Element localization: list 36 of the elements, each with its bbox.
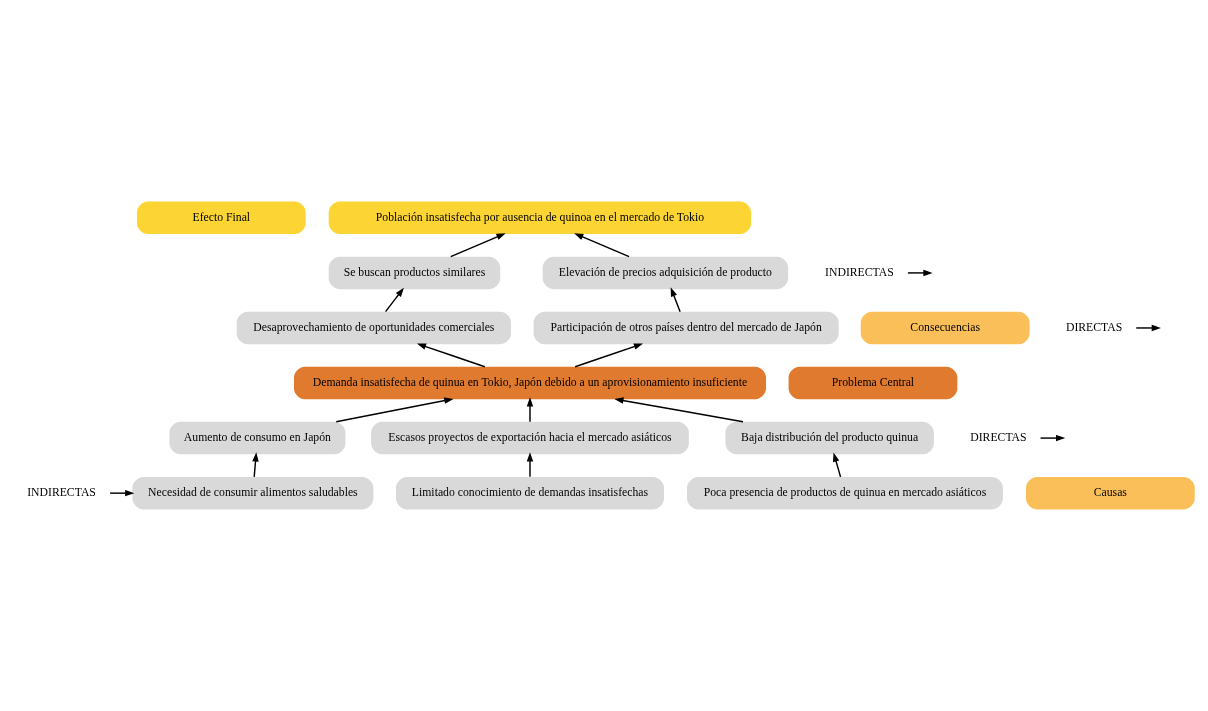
node-box: Desaprovechamiento de oportunidades comerciales <box>236 311 512 345</box>
node-text: INDIRECTAS <box>27 486 96 500</box>
node-text: INDIRECTAS <box>825 265 894 279</box>
node-box: Causas <box>1025 476 1195 510</box>
arrow <box>526 397 534 423</box>
node-box: Elevación de precios adquisición de producto <box>542 256 789 290</box>
node-box: Demanda insatisfecha de quinua en Tokio, Japón debido a un aprovisionamiento insuficiente <box>293 366 766 400</box>
arrow <box>1135 324 1161 332</box>
arrow <box>450 233 506 258</box>
node-box: Necesidad de consumir alimentos saludables <box>132 476 374 510</box>
node-box: Consecuencias <box>860 311 1030 345</box>
arrow <box>907 269 933 277</box>
node-box: Baja distribución del producto quinua <box>725 421 934 455</box>
node-text: DIRECTAS <box>970 431 1027 445</box>
arrow <box>670 287 681 313</box>
node-text: DIRECTAS <box>1065 321 1123 335</box>
node-box: Aumento de consumo en Japón <box>169 421 346 455</box>
node-box: Limitado conocimiento de demandas insatisfechas <box>395 476 664 510</box>
node-box: Escasos proyectos de exportación hacia el mercado asiáticos <box>371 421 689 455</box>
node-box: Población insatisfecha por ausencia de quinoa en el mercado de Tokio <box>328 201 752 235</box>
arrow <box>109 489 135 497</box>
arrow <box>384 287 404 313</box>
arrow <box>574 343 644 368</box>
arrow <box>526 452 534 478</box>
node-box: Efecto Final <box>136 201 306 235</box>
arrow <box>1039 434 1066 442</box>
arrow <box>832 452 842 478</box>
arrow <box>614 397 744 423</box>
node-box: Participación de otros países dentro del mercado de Japón <box>533 311 839 345</box>
arrow <box>416 343 486 368</box>
arrow <box>335 397 454 423</box>
arrow <box>252 452 259 478</box>
node-box: Poca presencia de productos de quinua en mercado asiáticos <box>687 476 1003 510</box>
node-box: Problema Central <box>788 366 958 400</box>
node-box: Se buscan productos similares <box>328 256 501 290</box>
arrow <box>574 233 630 258</box>
